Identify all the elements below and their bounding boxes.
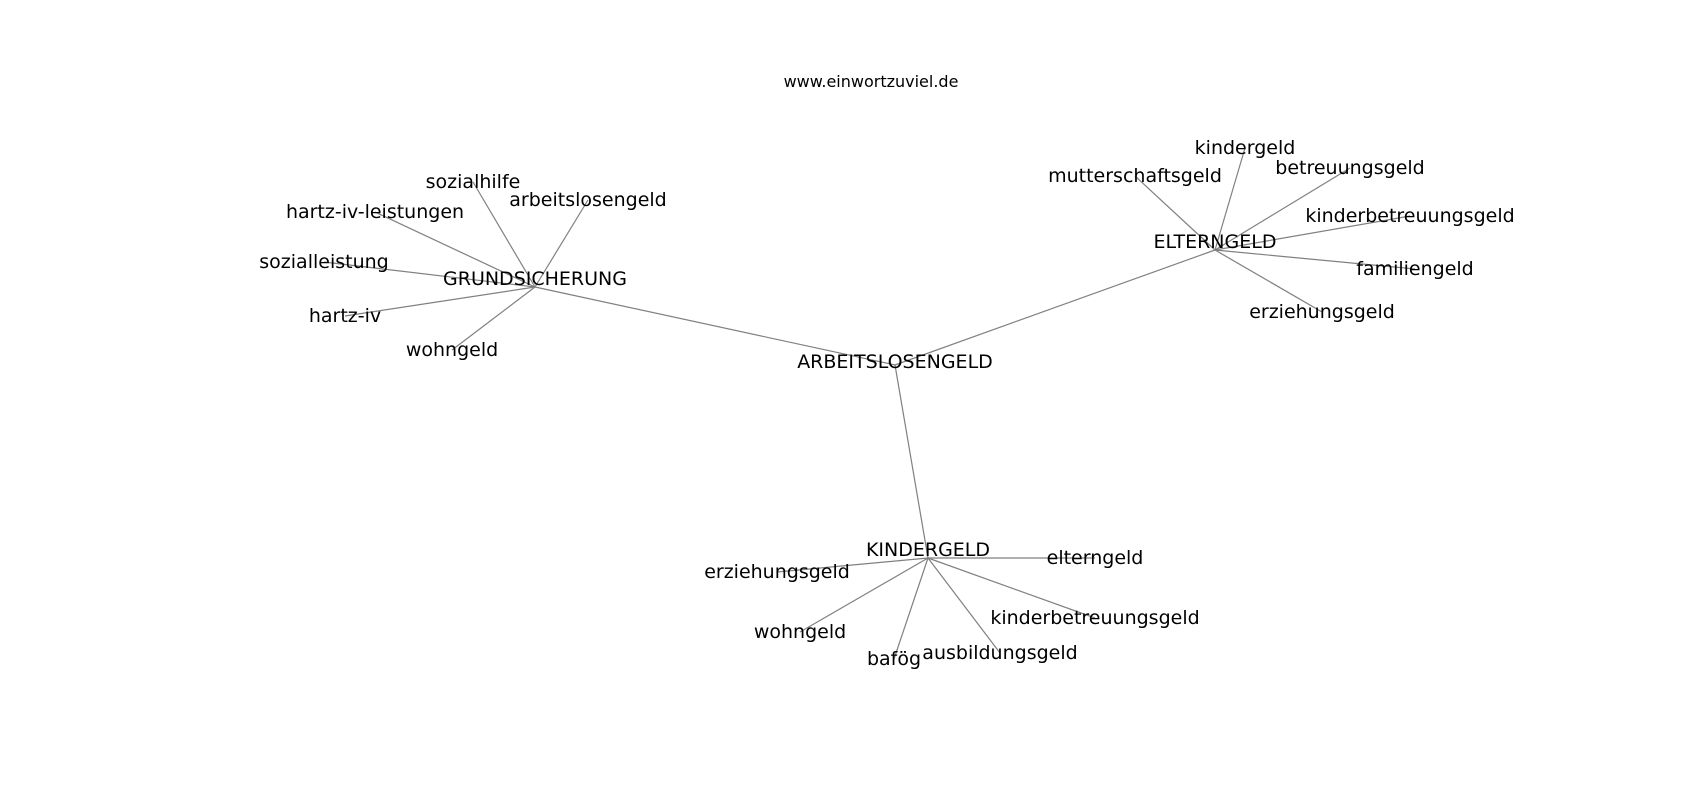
leaf-node-kindergeld-wohngeld: wohngeld (754, 621, 846, 643)
leaf-node-kindergeld-ausbildungsgeld: ausbildungsgeld (922, 642, 1077, 664)
edge-elterngeld-kinderbetreuungsgeld (1214, 215, 1411, 251)
leaf-node-grundsicherung-sozialleistung: sozialleistung (259, 251, 388, 273)
leaf-node-grundsicherung-sozialhilfe: sozialhilfe (426, 171, 521, 193)
edge-grundsicherung-hartz-iv (344, 286, 536, 317)
leaf-node-elterngeld-mutterschaftsgeld: mutterschaftsgeld (1048, 165, 1222, 187)
leaf-node-kindergeld-bafoeg: bafög (867, 648, 921, 670)
hub-node-elterngeld: ELTERNGELD (1154, 231, 1277, 253)
edge-elterngeld-erziehungsgeld (1214, 249, 1323, 313)
edge-kindergeld-kinderbetreuungsgeld (927, 557, 1096, 619)
edge-kindergeld-bafoeg (893, 557, 929, 660)
leaf-node-kindergeld-erziehungsgeld: erziehungsgeld (704, 561, 850, 583)
edge-elterngeld-kindergeld (1214, 147, 1246, 251)
leaf-node-grundsicherung-arbeitslosengeld: arbeitslosengeld (509, 189, 666, 211)
leaf-node-grundsicherung-wohngeld: wohngeld (406, 339, 498, 361)
leaf-node-grundsicherung-hartz-iv: hartz-iv (309, 305, 381, 327)
edge-elterngeld-familiengeld (1214, 249, 1416, 270)
leaf-node-elterngeld-betreuungsgeld: betreuungsgeld (1275, 157, 1424, 179)
edge-grundsicherung-hartz-iv-leistungen (374, 211, 536, 288)
hub-node-arbeitslosengeld: ARBEITSLOSENGELD (797, 351, 993, 373)
leaf-node-grundsicherung-hartz-iv-leistungen: hartz-iv-leistungen (286, 201, 464, 223)
hub-node-grundsicherung: GRUNDSICHERUNG (443, 268, 627, 290)
edge-center-grundsicherung (534, 286, 896, 366)
edge-center-elterngeld (894, 249, 1216, 366)
leaf-node-kindergeld-elterngeld: elterngeld (1047, 547, 1144, 569)
edge-grundsicherung-arbeitslosengeld (534, 199, 589, 288)
source-url-label: www.einwortzuviel.de (784, 72, 959, 91)
edge-kindergeld-erziehungsgeld (776, 557, 929, 573)
leaf-node-elterngeld-kindergeld: kindergeld (1195, 137, 1296, 159)
leaf-node-elterngeld-erziehungsgeld: erziehungsgeld (1249, 301, 1395, 323)
hub-node-kindergeld: KINDERGELD (866, 539, 990, 561)
labels-layer: www.einwortzuviel.de ARBEITSLOSENGELD GRU… (259, 72, 1514, 670)
edge-center-kindergeld (894, 364, 929, 559)
leaf-node-elterngeld-kinderbetreuungsgeld: kinderbetreuungsgeld (1305, 205, 1514, 227)
edge-elterngeld-betreuungsgeld (1214, 167, 1351, 251)
edge-kindergeld-ausbildungsgeld (927, 557, 1001, 654)
edge-kindergeld-wohngeld (799, 557, 929, 633)
leaf-node-elterngeld-familiengeld: familiengeld (1356, 258, 1474, 280)
edge-grundsicherung-sozialhilfe (472, 181, 536, 288)
edges-layer (323, 147, 1416, 660)
edge-grundsicherung-sozialleistung (323, 261, 536, 288)
edge-grundsicherung-wohngeld (451, 286, 536, 351)
edge-elterngeld-mutterschaftsgeld (1134, 175, 1216, 251)
leaf-node-kindergeld-kinderbetreuungsgeld: kinderbetreuungsgeld (990, 607, 1199, 629)
